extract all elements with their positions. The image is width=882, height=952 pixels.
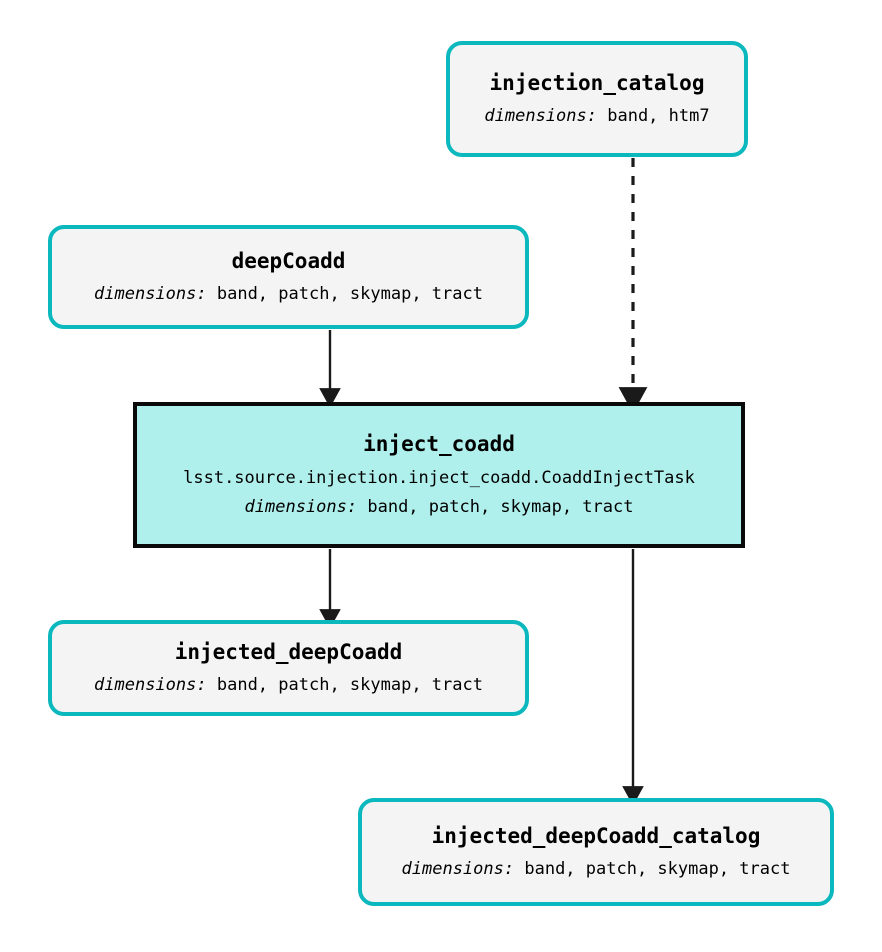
dimensions-label: dimensions: xyxy=(94,675,207,696)
node-title: injection_catalog xyxy=(489,70,705,95)
dimensions-label: dimensions: xyxy=(484,106,597,127)
node-class-path: lsst.source.injection.inject_coadd.Coadd… xyxy=(183,468,695,489)
node-injected-deepcoadd-catalog[interactable]: injected_deepCoadd_catalog dimensions: b… xyxy=(358,798,834,906)
dimensions-values: band, patch, skymap, tract xyxy=(216,675,483,696)
node-title: deepCoadd xyxy=(231,248,346,273)
dimensions-values: band, htm7 xyxy=(607,106,710,127)
node-injection-catalog[interactable]: injection_catalog dimensions: band, htm7 xyxy=(446,41,748,157)
dimensions-label: dimensions: xyxy=(401,859,515,880)
node-dimensions: dimensions: band, patch, skymap, tract xyxy=(94,284,483,304)
node-deepcoadd[interactable]: deepCoadd dimensions: band, patch, skyma… xyxy=(48,225,529,329)
dimensions-values: band, patch, skymap, tract xyxy=(367,497,634,518)
dimensions-values: band, patch, skymap, tract xyxy=(216,284,483,305)
dimensions-label: dimensions: xyxy=(244,497,358,518)
dimensions-label: dimensions: xyxy=(94,284,207,305)
node-title: injected_deepCoadd xyxy=(174,639,403,664)
node-title: inject_coadd xyxy=(363,431,515,456)
node-dimensions: dimensions: band, patch, skymap, tract xyxy=(402,859,791,879)
node-injected-deepcoadd[interactable]: injected_deepCoadd dimensions: band, pat… xyxy=(48,620,529,716)
node-title: injected_deepCoadd_catalog xyxy=(431,823,761,848)
node-dimensions: dimensions: band, htm7 xyxy=(484,106,709,126)
node-dimensions: dimensions: band, patch, skymap, tract xyxy=(94,675,483,695)
dimensions-values: band, patch, skymap, tract xyxy=(524,859,791,880)
node-inject-coadd[interactable]: inject_coadd lsst.source.injection.injec… xyxy=(133,402,745,548)
node-dimensions: dimensions: band, patch, skymap, tract xyxy=(245,497,634,517)
